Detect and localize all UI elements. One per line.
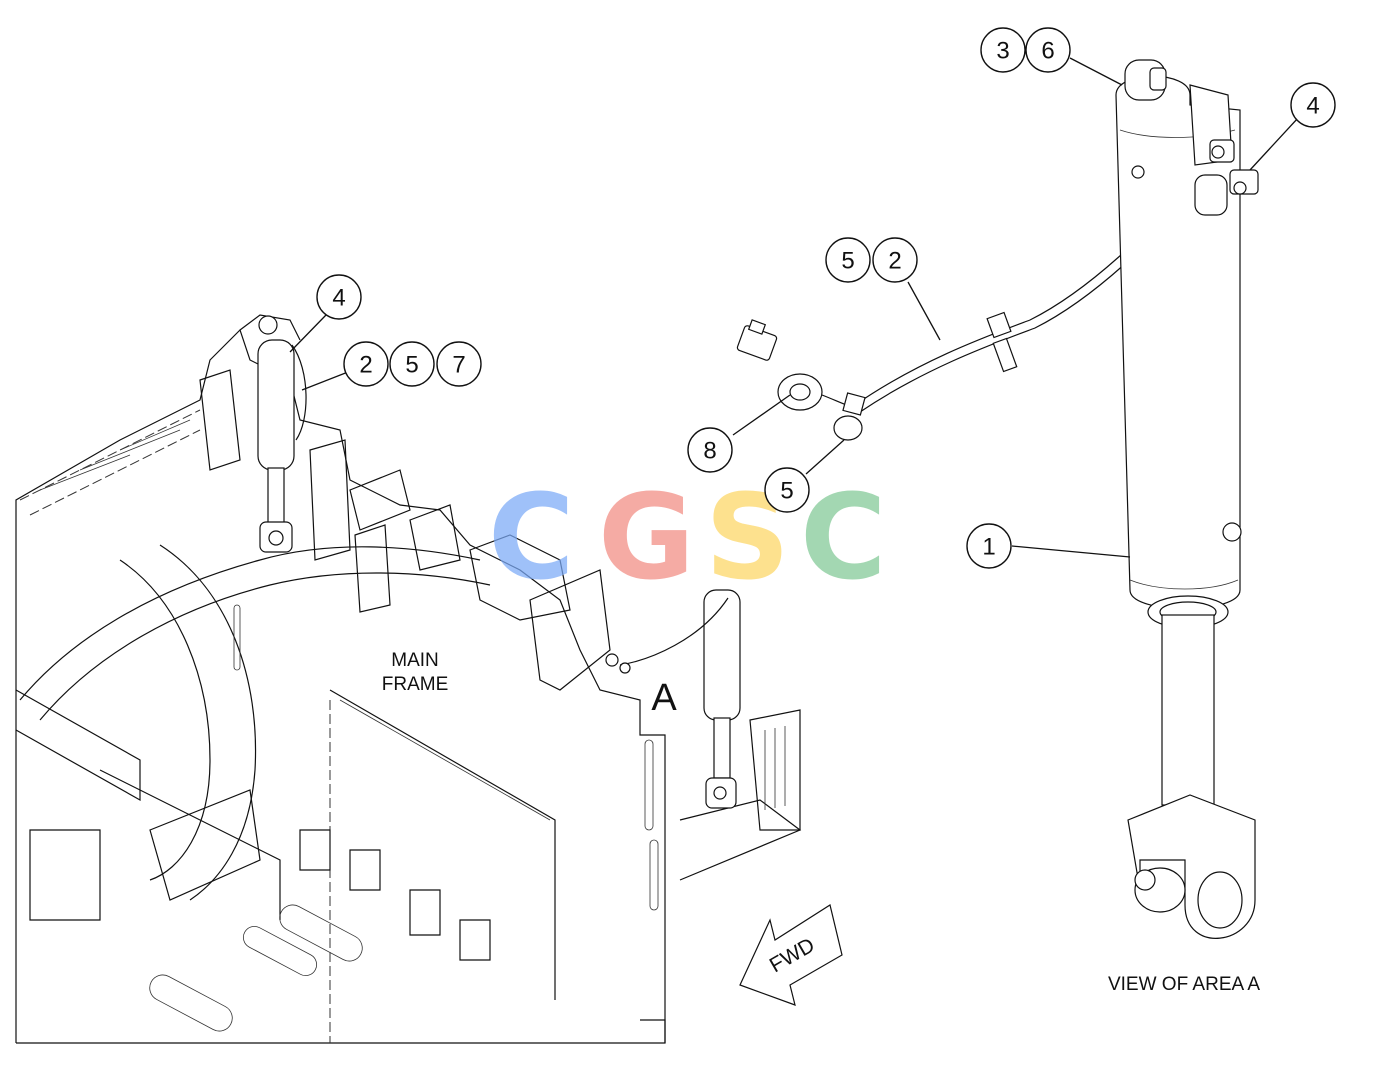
- watermark: C G S C: [488, 468, 887, 606]
- callout-1-cylinder-text: 1: [982, 534, 995, 561]
- callout-4-top-right: 4: [1290, 82, 1336, 128]
- main-frame-label-line1: MAIN: [391, 650, 439, 671]
- callout-3-top: 3: [980, 27, 1026, 73]
- leader-lines: [289, 57, 1299, 558]
- large-cylinder-drawing: [1115, 59, 1259, 939]
- harness-drawing: [736, 179, 1201, 441]
- callout-5-harness: 5: [825, 237, 871, 283]
- callout-5-clip-text: 5: [780, 478, 793, 505]
- callout-5-clip: 5: [764, 467, 810, 513]
- area-a-label: A: [651, 677, 677, 719]
- main-frame-drawing: [15, 314, 802, 1044]
- callout-1-cylinder: 1: [966, 523, 1012, 569]
- callout-6-top-text: 6: [1041, 38, 1054, 65]
- callout-2-left: 2: [343, 341, 389, 387]
- watermark-letter-c1: C: [488, 468, 575, 606]
- callout-6-top: 6: [1025, 27, 1071, 73]
- callout-4-left-text: 4: [332, 285, 345, 312]
- left-cylinder-drawing: [257, 315, 307, 553]
- callout-4-left: 4: [316, 274, 362, 320]
- main-frame-label-line2: FRAME: [382, 674, 449, 695]
- view-of-area-a-title: VIEW OF AREA A: [1108, 974, 1260, 995]
- callout-3-top-text: 3: [996, 38, 1009, 65]
- callout-2-harness: 2: [872, 237, 918, 283]
- callout-2-harness-text: 2: [888, 248, 901, 275]
- callout-7-left-text: 7: [452, 352, 465, 379]
- watermark-letter-g: G: [598, 468, 695, 606]
- callout-5-left-text: 5: [405, 352, 418, 379]
- callout-2-left-text: 2: [359, 352, 372, 379]
- callout-5-harness-text: 5: [841, 248, 854, 275]
- callout-5-left: 5: [389, 341, 435, 387]
- callout-4-top-right-text: 4: [1306, 93, 1319, 120]
- watermark-letter-c2: C: [800, 468, 887, 606]
- callout-8-grommet: 8: [687, 427, 733, 473]
- callout-7-left: 7: [436, 341, 482, 387]
- callout-8-grommet-text: 8: [703, 438, 716, 465]
- fwd-arrow: FWD: [739, 904, 843, 1006]
- area-a-cylinder-drawing: [605, 589, 741, 809]
